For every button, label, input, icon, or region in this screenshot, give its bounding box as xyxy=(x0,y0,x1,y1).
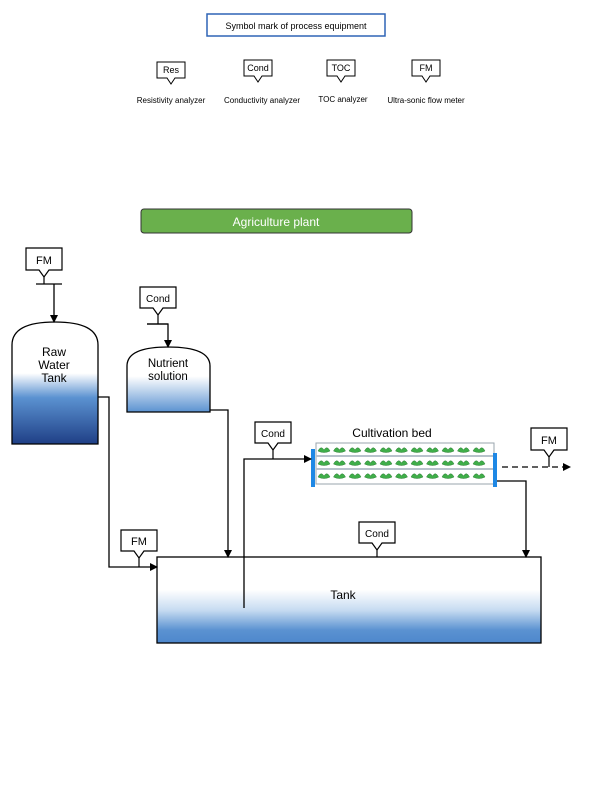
plant-icon xyxy=(457,473,470,479)
cond-nutrient-tag: Cond xyxy=(146,294,170,305)
legend-item-res: Res Resistivity analyzer xyxy=(137,61,206,105)
raw-water-tank-label-2: Water xyxy=(38,358,70,372)
plant-icon xyxy=(333,447,346,453)
toc-tag: TOC xyxy=(332,63,351,73)
legend-item-cond: Cond Conductivity analyzer xyxy=(224,59,300,105)
nutrient-tank-label-1: Nutrient xyxy=(148,358,189,370)
legend-title-box xyxy=(206,13,386,37)
plant-icon xyxy=(333,473,346,479)
plant-icon xyxy=(348,447,362,453)
cond-bed-inlet-tag: Cond xyxy=(261,429,285,440)
pipe-nutrient-to-main-tank xyxy=(210,409,232,558)
plant-icon xyxy=(364,447,377,453)
nutrient-tank-label-2: solution xyxy=(148,371,188,383)
cond-tag: Cond xyxy=(247,63,269,73)
fm-tag: FM xyxy=(420,63,433,73)
fm-label: Ultra-sonic flow meter xyxy=(387,96,465,105)
plant-rows xyxy=(317,447,486,479)
plant-icon xyxy=(441,473,455,479)
plant-icon xyxy=(395,460,408,466)
instrument-fm-tank-inlet: FM xyxy=(120,529,158,567)
cond-tank-tag: Cond xyxy=(365,529,389,540)
raw-water-tank: Raw Water Tank xyxy=(11,321,99,445)
plant-icon xyxy=(472,447,486,453)
legend-item-toc: TOC TOC analyzer xyxy=(318,59,368,104)
res-tag: Res xyxy=(163,65,180,75)
res-symbol xyxy=(156,61,186,85)
legend-item-fm: FM Ultra-sonic flow meter xyxy=(387,59,465,105)
plant-icon xyxy=(426,460,439,466)
instrument-cond-tank: Cond xyxy=(358,521,396,557)
banner-title: Agriculture plant xyxy=(233,215,320,229)
plant-icon xyxy=(441,460,455,466)
plant-icon xyxy=(426,447,439,453)
bed-post-left xyxy=(311,449,315,487)
raw-water-tank-label-1: Raw xyxy=(42,345,66,359)
piping xyxy=(50,284,571,608)
plant-icon xyxy=(472,473,486,479)
bed-shelf-1 xyxy=(316,455,494,457)
plant-icon xyxy=(441,447,455,453)
plant-icon xyxy=(426,473,439,479)
plant-icon xyxy=(317,460,331,466)
toc-label: TOC analyzer xyxy=(318,95,368,104)
plant-icon xyxy=(457,460,470,466)
raw-water-tank-label-3: Tank xyxy=(41,371,67,385)
fm-tank-inlet-tag: FM xyxy=(131,536,147,548)
plant-icon xyxy=(395,447,408,453)
plant-icon xyxy=(364,460,377,466)
plant-icon xyxy=(410,473,424,479)
legend: Symbol mark of process equipment Res Res… xyxy=(137,13,465,105)
main-tank-label: Tank xyxy=(330,588,356,602)
instrument-fm-raw-inlet: FM xyxy=(25,247,63,285)
plant-icon xyxy=(333,460,346,466)
instrument-cond-bed-inlet: Cond xyxy=(254,421,292,459)
pipe-cond-to-nutrient xyxy=(147,323,172,348)
cond-label: Conductivity analyzer xyxy=(224,96,300,105)
cultivation-bed-label: Cultivation bed xyxy=(352,426,431,440)
cond-symbol xyxy=(243,59,273,83)
main-tank-body xyxy=(156,556,542,644)
plant-icon xyxy=(457,447,470,453)
nutrient-solution-tank: Nutrient solution xyxy=(126,346,211,413)
bed-post-right xyxy=(493,453,497,487)
agriculture-plant-banner: Agriculture plant xyxy=(140,208,413,234)
fm-symbol xyxy=(411,59,441,83)
pipe-tank-to-bed xyxy=(243,455,312,608)
res-label: Resistivity analyzer xyxy=(137,96,206,105)
plant-icon xyxy=(410,460,424,466)
instrument-cond-nutrient: Cond xyxy=(139,286,177,325)
plant-icon xyxy=(317,447,331,453)
fm-raw-inlet-tag: FM xyxy=(36,255,52,267)
plant-icon xyxy=(348,473,362,479)
main-tank: Tank xyxy=(156,556,542,644)
plant-icon xyxy=(410,447,424,453)
plant-icon xyxy=(472,460,486,466)
plant-icon xyxy=(379,447,393,453)
legend-title: Symbol mark of process equipment xyxy=(225,21,367,31)
pipe-bed-to-tank xyxy=(497,480,530,558)
toc-symbol xyxy=(326,59,356,83)
instrument-fm-bed-outlet: FM xyxy=(530,427,568,467)
bed-shelf-2 xyxy=(316,468,494,470)
plant-icon xyxy=(379,460,393,466)
cultivation-bed: Cultivation bed xyxy=(311,426,497,487)
pipe-raw-to-main-tank xyxy=(98,396,158,571)
plant-icon xyxy=(317,473,331,479)
plant-icon xyxy=(379,473,393,479)
fm-bed-outlet-tag: FM xyxy=(541,435,557,447)
banner-bar xyxy=(140,208,413,234)
plant-icon xyxy=(364,473,377,479)
plant-icon xyxy=(395,473,408,479)
plant-icon xyxy=(348,460,362,466)
